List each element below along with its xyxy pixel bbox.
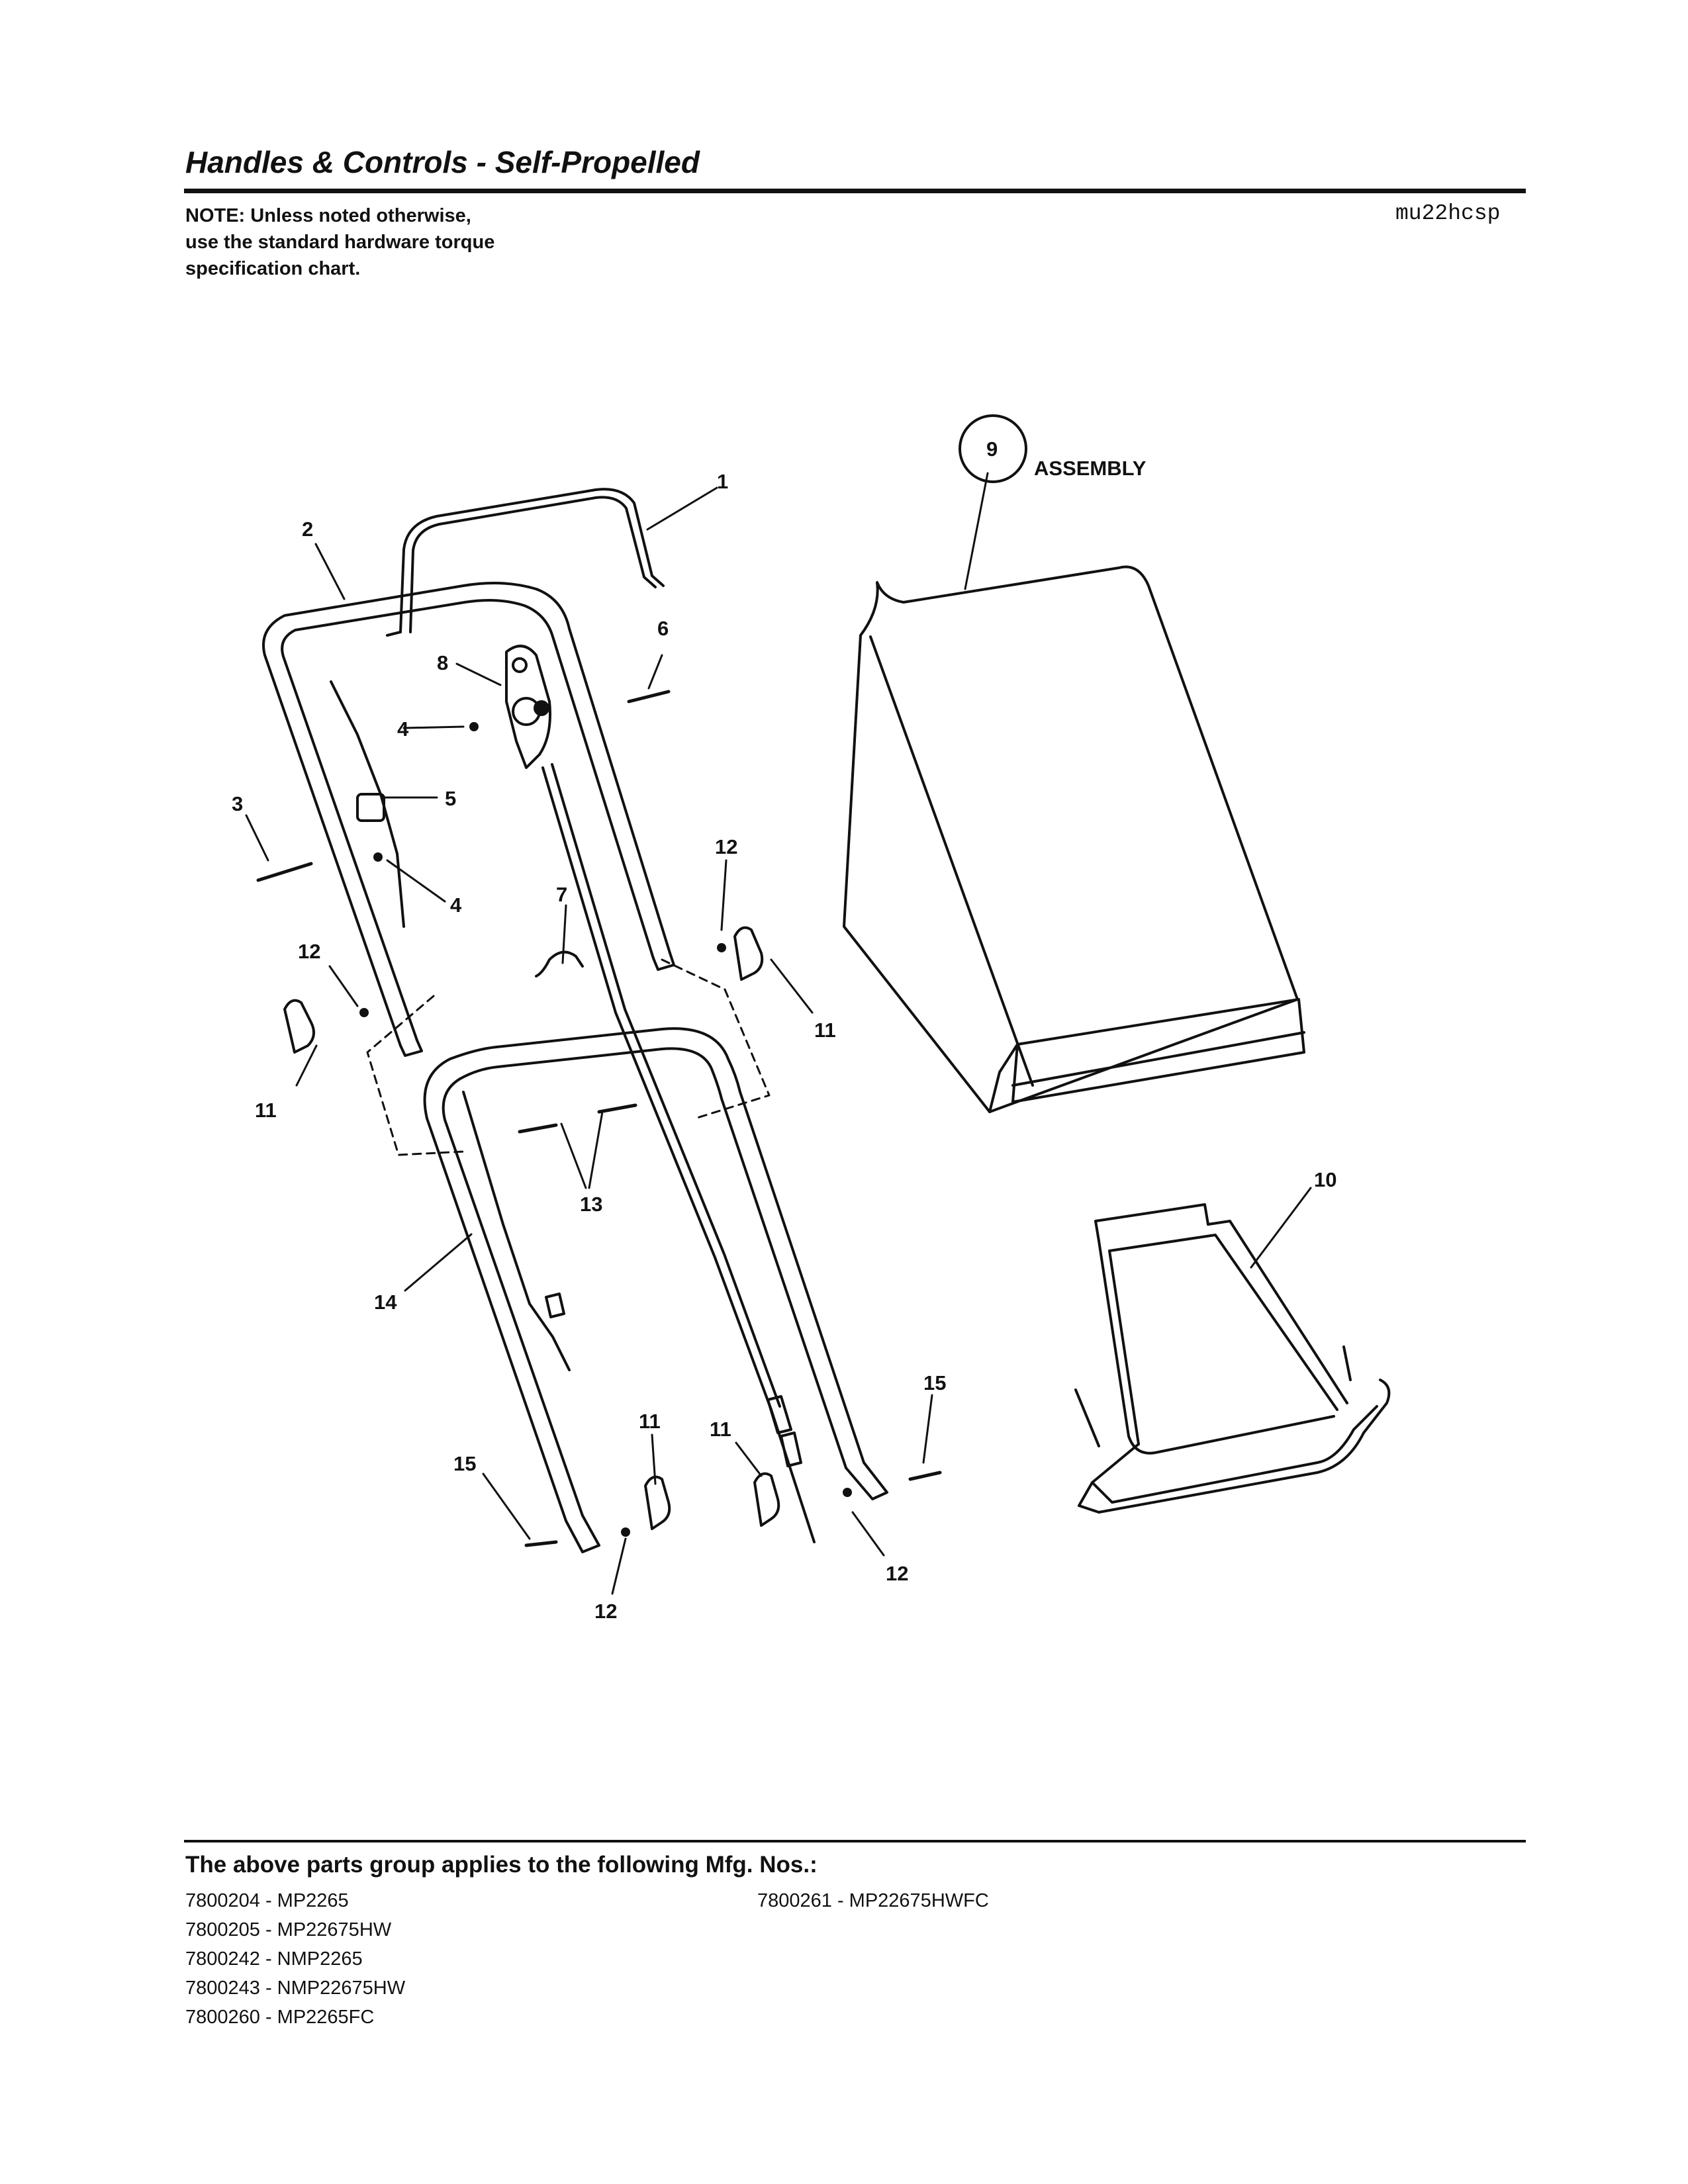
callout-1: 1 xyxy=(717,470,728,493)
knob-part xyxy=(283,926,780,1530)
bail-handle-part xyxy=(386,488,665,637)
mfg-number: 7800261 - MP22675HWFC xyxy=(757,1890,989,1911)
leader-lines xyxy=(245,472,1312,1595)
callout-10: 10 xyxy=(1314,1168,1336,1191)
callout-12: 12 xyxy=(715,835,737,858)
applies-heading: The above parts group applies to the fol… xyxy=(185,1852,818,1878)
cable-spring xyxy=(545,1293,802,1467)
callout-8: 8 xyxy=(437,651,448,674)
callout-5: 5 xyxy=(445,787,456,810)
upper-handle-part xyxy=(262,582,675,1057)
bolt-part xyxy=(256,690,942,1547)
callout-11: 11 xyxy=(639,1410,661,1433)
lower-handle-part xyxy=(423,1027,888,1553)
callout-15: 15 xyxy=(453,1452,476,1475)
assembly-callout-circle xyxy=(959,414,1027,483)
cable-tie-part xyxy=(535,950,584,978)
page-title: Handles & Controls - Self-Propelled xyxy=(185,145,700,179)
callout-7: 7 xyxy=(556,883,567,906)
note-line: use the standard hardware torque xyxy=(185,232,495,253)
callout-2: 2 xyxy=(302,518,313,541)
nut-part xyxy=(359,700,852,1537)
mfg-numbers-column: 7800204 - MP2265 7800205 - MP22675HW 780… xyxy=(185,1886,405,2032)
grass-bag-frame-part xyxy=(1074,1203,1391,1514)
mfg-numbers-column: 7800261 - MP22675HWFC xyxy=(757,1886,989,1915)
note-line: specification chart. xyxy=(185,258,361,279)
callout-4: 4 xyxy=(450,893,462,917)
mfg-number: 7800260 - MP2265FC xyxy=(185,2007,375,2028)
callout-14: 14 xyxy=(374,1291,397,1314)
note-line: NOTE: Unless noted otherwise, xyxy=(185,205,471,226)
callout-13: 13 xyxy=(580,1193,602,1216)
header-rule xyxy=(184,189,1526,193)
control-cables xyxy=(330,680,816,1543)
assembly-label: ASSEMBLY xyxy=(1034,457,1147,480)
callout-12: 12 xyxy=(594,1600,617,1623)
callout-15: 15 xyxy=(923,1371,946,1394)
mfg-number: 7800205 - MP22675HW xyxy=(185,1919,392,1940)
alignment-guides xyxy=(366,958,771,1156)
callout-12: 12 xyxy=(298,940,320,963)
mfg-number: 7800243 - NMP22675HW xyxy=(185,1978,406,1999)
callout-9: 9 xyxy=(986,437,998,461)
clip-part xyxy=(356,793,385,822)
callout-12: 12 xyxy=(886,1562,908,1585)
callout-3: 3 xyxy=(232,792,243,815)
callout-11: 11 xyxy=(710,1418,731,1441)
torque-note: NOTE: Unless noted otherwise, use the st… xyxy=(185,203,494,282)
footer-rule xyxy=(184,1840,1526,1843)
mfg-number: 7800204 - MP2265 xyxy=(185,1890,349,1911)
grass-bag-part xyxy=(843,565,1305,1113)
diagram-code: mu22hcsp xyxy=(1395,201,1501,226)
callout-11: 11 xyxy=(255,1099,277,1122)
mfg-number: 7800242 - NMP2265 xyxy=(185,1948,363,1970)
callout-6: 6 xyxy=(657,617,669,640)
drive-control-box-part xyxy=(505,645,551,769)
callout-4: 4 xyxy=(397,717,409,741)
callout-11: 11 xyxy=(814,1019,836,1042)
